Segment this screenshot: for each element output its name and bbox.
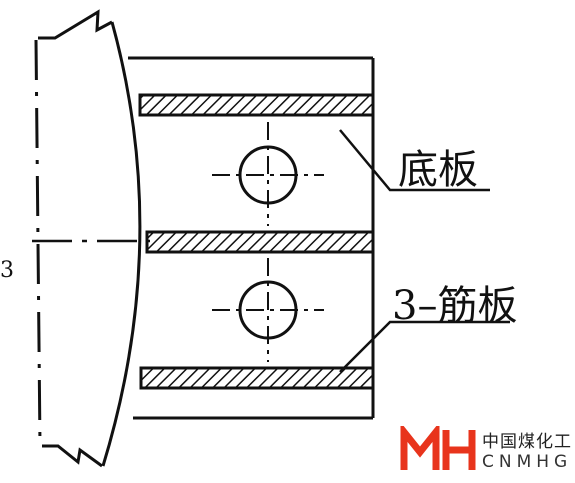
leader-ribs	[339, 320, 510, 373]
break-line-top	[38, 9, 113, 40]
brand-logo-icon	[400, 426, 476, 470]
label-edge-mark: 3	[0, 258, 14, 283]
break-line-bottom	[42, 444, 103, 468]
shell-left-edge	[34, 39, 42, 447]
bolt-hole-icon	[212, 258, 324, 362]
rib-bottom	[139, 366, 375, 390]
bolt-hole-icon	[212, 122, 324, 226]
rib-middle	[145, 230, 375, 254]
leader-base-plate	[339, 129, 490, 192]
label-base-plate: 底板	[398, 147, 478, 193]
shell-curved-surface	[101, 21, 142, 467]
watermark: 中国煤化工 CNMHG	[400, 424, 575, 476]
watermark-cn: 中国煤化工	[482, 432, 572, 452]
label-ribs: 3–筋板	[392, 283, 518, 329]
watermark-en: CNMHG	[482, 452, 573, 472]
rib-top	[138, 93, 375, 117]
